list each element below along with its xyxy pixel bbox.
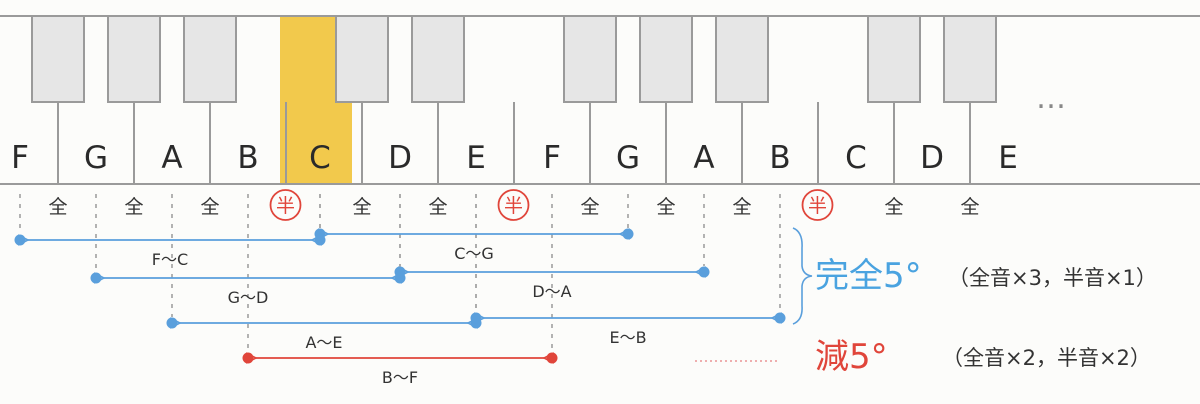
interval-start-dot [314,228,326,240]
perfect-fifth-detail: （全音×3，半音×1） [948,266,1157,290]
step-row: 全全全半全全半全全全半全全 [48,189,980,221]
key-label-b: B [769,140,790,176]
key-label-g: G [616,140,640,176]
key-label-d: D [920,140,944,176]
black-key [183,15,237,103]
perfect-fifth-group: 完全5° （全音×3，半音×1） [792,227,1157,325]
diminished-fifth-title: 減5° [815,337,888,377]
black-key [31,15,85,103]
key-label-c: C [309,140,331,176]
diminished-fifth-group: 減5° （全音×2，半音×2） [695,337,1151,377]
continuation-ellipsis: … [1036,81,1066,116]
diminished-fifth-detail: （全音×2，半音×2） [942,346,1151,370]
whole-step-label: 全 [200,196,219,218]
whole-step-label: 全 [352,196,371,218]
piano-keyboard: F G A B C D E F G A B C D E … [0,15,1200,185]
whole-step-label: 全 [656,196,675,218]
key-label-e: E [998,140,1018,176]
whole-step-label: 全 [732,196,751,218]
black-key [943,15,997,103]
half-step-label: 半 [808,195,827,217]
black-key [563,15,617,103]
black-key [107,15,161,103]
whole-step-label: 全 [48,196,67,218]
half-step-label: 半 [276,195,295,217]
key-label-a: A [693,140,714,176]
interval-start-dot [166,317,178,329]
half-step-circle [497,189,530,221]
interval-start-dot [90,272,102,284]
interval-start-dot [14,234,26,246]
key-label-a: A [161,140,182,176]
half-step-circle [269,189,302,221]
black-key [639,15,693,103]
interval-end-dot [698,266,710,278]
interval-label: A～E [305,333,342,352]
interval-start-dot [470,312,482,324]
whole-step-label: 全 [580,196,599,218]
whole-step-label: 全 [884,196,903,218]
key-label-b: B [237,140,258,176]
key-label-f: F [543,140,561,176]
interval-label: F～C [152,250,188,269]
black-key [715,15,769,103]
half-step-label: 半 [504,195,523,217]
black-key [867,15,921,103]
whole-step-label: 全 [428,196,447,218]
key-label-d: D [388,140,412,176]
key-label-g: G [84,140,108,176]
interval-end-dot [546,352,558,364]
bracket [792,227,813,325]
black-key [411,15,465,103]
interval-start-dot [394,266,406,278]
half-step-circle [801,189,834,221]
interval-label: G～D [228,288,269,307]
interval-start-dot [242,352,254,364]
interval-label: E～B [609,328,646,347]
black-key [335,15,389,103]
interval-end-dot [774,312,786,324]
interval-label: B～F [382,368,418,387]
interval-label: C～G [454,244,494,263]
interval-label: D～A [532,282,571,301]
perfect-fifth-title: 完全5° [815,256,922,296]
key-label-e: E [466,140,486,176]
interval-arrows: F～C C～G G～D D～A A～E E～B B～F [14,228,786,387]
key-label-f: F [11,140,29,176]
whole-step-label: 全 [124,196,143,218]
whole-step-label: 全 [960,196,979,218]
interval-end-dot [622,228,634,240]
key-label-c: C [845,140,867,176]
